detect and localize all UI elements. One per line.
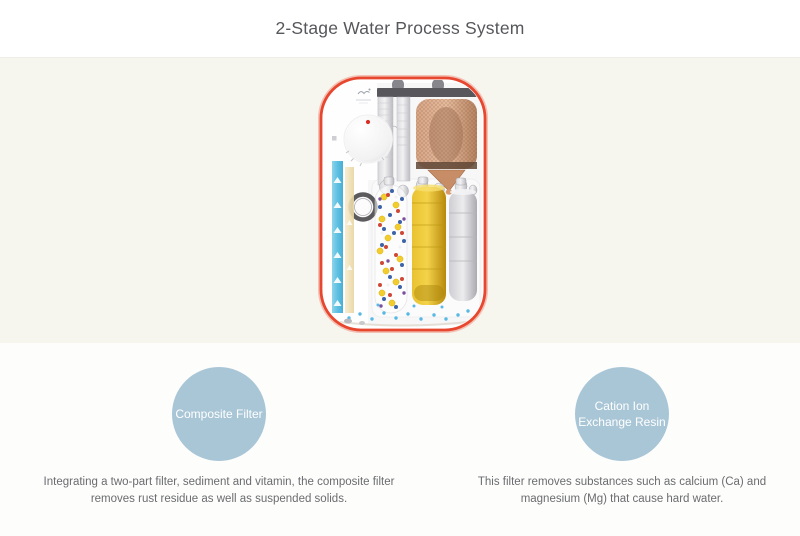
stage-cation-ion-exchange-resin: Cation Ion Exchange Resin This filter re… — [422, 367, 800, 508]
product-cutaway-image — [318, 75, 488, 333]
knob-scale-icon — [332, 136, 337, 141]
filter-cartridge-gold — [412, 184, 446, 305]
filter-cartridge-gray — [449, 189, 477, 301]
stage-label: Cation Ion — [594, 398, 650, 413]
knob-indicator-dot — [365, 119, 371, 125]
stage-description: Integrating a two-part filter, sediment … — [43, 476, 395, 505]
water-droplets — [338, 303, 470, 321]
page-title: 2-Stage Water Process System — [275, 18, 525, 38]
resin-bead-column — [374, 184, 408, 314]
brand-logo-icon — [356, 88, 371, 104]
stage-label: Composite Filter — [175, 406, 263, 421]
water-inlet-channel — [332, 161, 354, 313]
stage-circle-cation-ion: Cation Ion Exchange Resin — [575, 367, 669, 461]
stage-description: This filter removes substances such as c… — [477, 476, 767, 505]
viewing-port — [348, 192, 378, 222]
stage-label-line2: Exchange Resin — [578, 415, 666, 429]
stage-circle-composite-filter: Composite Filter — [172, 367, 266, 461]
heating-element — [416, 99, 477, 195]
stage-composite-filter: Composite Filter Integrating a two-part … — [19, 367, 419, 508]
temperature-knob[interactable] — [332, 114, 398, 167]
product-hero-band — [0, 57, 800, 343]
stages-section: Composite Filter Integrating a two-part … — [0, 343, 800, 536]
top-manifold — [374, 80, 480, 97]
header: 2-Stage Water Process System — [0, 0, 800, 57]
